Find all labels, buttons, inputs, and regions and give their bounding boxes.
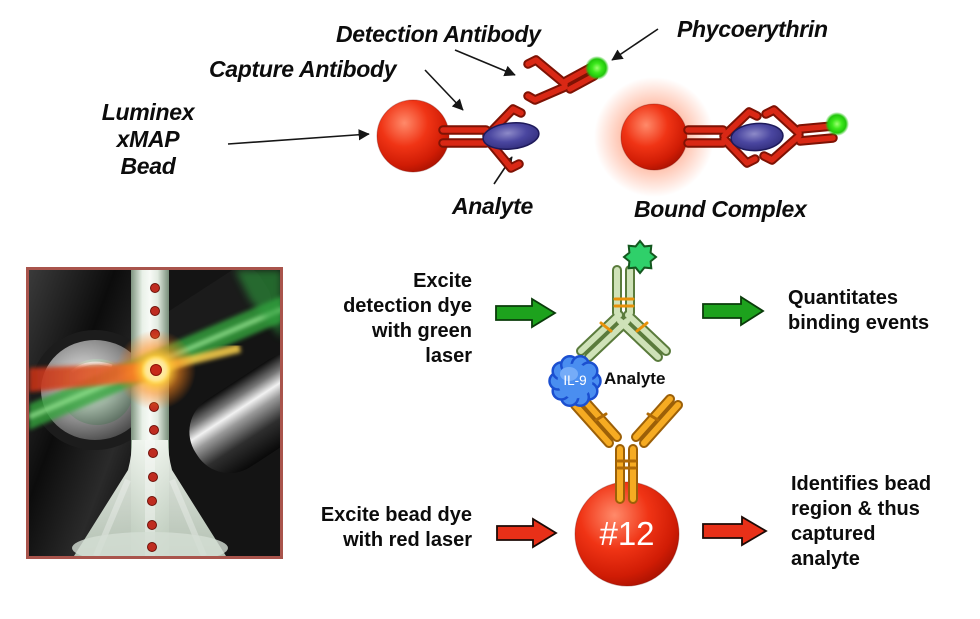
excite-bead-dye-label: Excite bead dye with red laser	[320, 504, 472, 551]
il9-tag: IL-9	[563, 373, 587, 388]
luminex-bead-label: Luminex xMAP Bead	[101, 99, 195, 179]
identifies-bead-region-label: Identifies bead region & thus captured a…	[791, 473, 932, 570]
capture-antibody-arrow	[424, 69, 464, 111]
pe-star-icon	[622, 239, 658, 275]
bound-analyte-icon	[730, 122, 784, 152]
detection-antibody-label: Detection Antibody	[336, 21, 541, 47]
green-block-arrow-left	[495, 297, 557, 329]
capture-antibody-orange-icon	[570, 394, 683, 504]
luminex-bead-icon	[376, 99, 450, 173]
detection-antibody-green-icon	[576, 239, 671, 362]
bound-capture-antibody-icon	[683, 107, 762, 168]
bound-complex-icon	[594, 77, 849, 197]
phycoerythrin-icon	[585, 56, 609, 80]
quantitates-binding-events-label: Quantitates binding events	[788, 287, 930, 334]
capture-antibody-label: Capture Antibody	[209, 56, 397, 82]
annotation-arrows	[227, 28, 659, 185]
photo-frame	[26, 267, 283, 559]
phycoerythrin-label: Phycoerythrin	[677, 16, 828, 42]
analyte-label-top: Analyte	[452, 193, 533, 219]
laser-glow	[116, 330, 196, 410]
bound-phycoerythrin-icon	[825, 112, 849, 136]
bound-detection-antibody-icon	[759, 105, 849, 165]
phycoerythrin-arrow	[611, 28, 659, 61]
analyte-label-middle: Analyte	[604, 369, 666, 388]
bead-12-icon	[574, 481, 680, 587]
analyte-icon	[482, 121, 540, 151]
il9-analyte-icon	[548, 355, 602, 407]
red-block-arrow-right	[702, 515, 768, 547]
bound-complex-label: Bound Complex	[634, 196, 807, 222]
excite-detection-dye-label: Excite detection dye with green laser	[343, 270, 472, 367]
bound-bead-icon	[620, 103, 688, 171]
capture-antibody-icon	[438, 104, 526, 173]
detection-antibody-icon	[523, 55, 609, 105]
red-block-arrow-left	[496, 517, 558, 549]
flow-cell-photo	[26, 267, 283, 559]
bead-number: #12	[599, 515, 655, 552]
detection-antibody-arrow	[454, 49, 516, 77]
green-block-arrow-right	[702, 295, 765, 327]
luminex-bead-arrow	[227, 129, 370, 145]
